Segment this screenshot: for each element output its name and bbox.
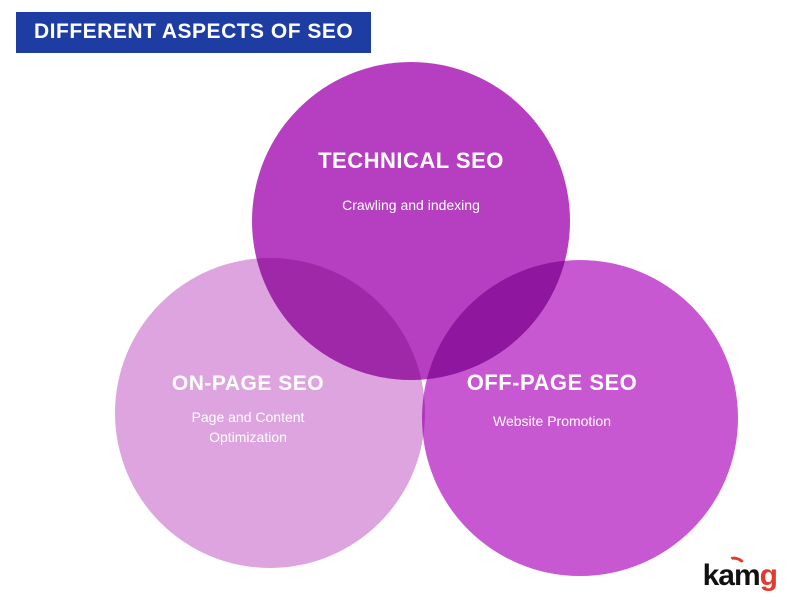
on-page-seo-title: ON-PAGE SEO <box>171 372 325 395</box>
logo-text-black: kam <box>702 559 761 592</box>
venn-circle-on-page-seo <box>115 258 425 568</box>
off-page-seo-subtitle: Website Promotion <box>492 413 611 429</box>
venn-circle-off-page-seo <box>422 260 738 576</box>
technical-seo-subtitle: Crawling and indexing <box>342 197 480 213</box>
technical-seo-label: TECHNICAL SEO Crawling and indexing <box>261 148 561 216</box>
off-page-seo-label: OFF-PAGE SEO Website Promotion <box>424 370 680 432</box>
page-title: DIFFERENT ASPECTS OF SEO <box>16 12 372 53</box>
off-page-seo-title: OFF-PAGE SEO <box>466 370 638 395</box>
on-page-seo-subtitle: Page and Content Optimization <box>191 409 305 445</box>
brand-logo: kamg <box>702 554 778 592</box>
on-page-seo-label: ON-PAGE SEO Page and Content Optimizatio… <box>120 372 376 447</box>
logo-text-red: g <box>759 559 778 592</box>
technical-seo-title: TECHNICAL SEO <box>318 148 504 173</box>
